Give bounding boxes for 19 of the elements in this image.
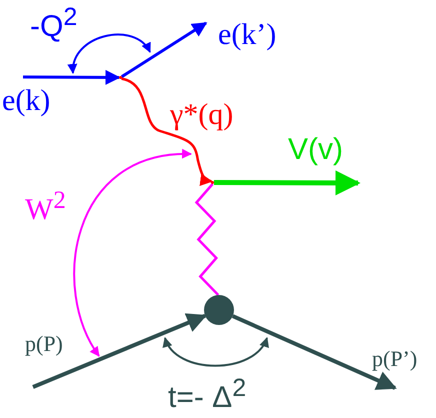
edge-label: p(P’) [372, 348, 418, 370]
quantity-label: t=- Δ$^{2}$ [168, 376, 246, 413]
arrow [232, 314, 397, 390]
zigzag-line [194, 183, 220, 296]
arrow [120, 22, 208, 78]
quantity-label: W$^{2}$ [25, 188, 66, 225]
wavy-arrow [121, 77, 213, 186]
edge-label: e(k’) [218, 20, 276, 50]
arrow [22, 70, 120, 85]
edge-label: γ*(q) [170, 100, 234, 130]
quantity-label: -Q$^{2}$ [30, 5, 78, 42]
vertex-point [211, 181, 214, 184]
arrow [32, 313, 207, 389]
arrow [214, 170, 360, 196]
vertex-blob [204, 295, 234, 325]
edge-label: e(k) [2, 86, 50, 116]
vertex-point [119, 76, 122, 79]
edge-label: p(P) [25, 333, 63, 355]
edge-label: V(v) [288, 135, 343, 165]
